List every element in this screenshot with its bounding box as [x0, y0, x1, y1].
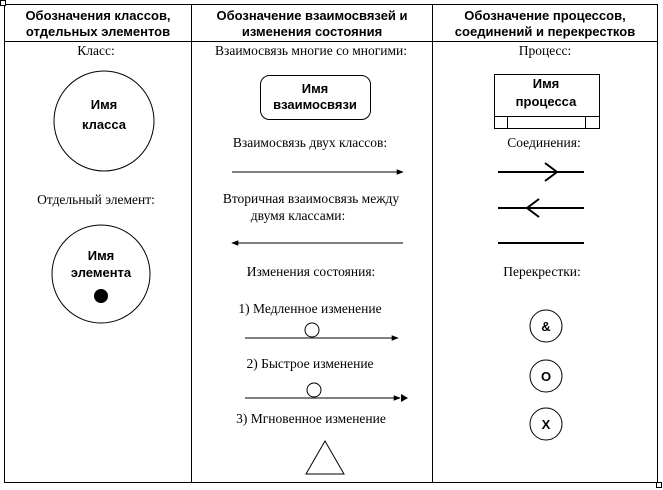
- corner-mark-top-left: [0, 0, 6, 6]
- process-name-line2: процесса: [516, 94, 577, 109]
- crossroads-label: Перекрестки:: [503, 264, 581, 279]
- many-to-many-label: Взаимосвязь многие со многими:: [215, 43, 407, 58]
- header-col3-line1: Обозначение процессов,: [464, 8, 625, 23]
- connection-backward-icon: [498, 198, 584, 218]
- element-name-line1: Имя: [88, 248, 115, 263]
- connections-label: Соединения:: [507, 135, 580, 150]
- element-dot-icon: [94, 289, 108, 303]
- process-label: Процесс:: [519, 43, 572, 58]
- secondary-label-line2: двумя классами:: [251, 208, 345, 223]
- junction-and-icon: [529, 309, 563, 343]
- class-symbol: [53, 70, 155, 172]
- relation-symbol: [260, 75, 371, 120]
- fast-change-label: 2) Быстрое изменение: [246, 356, 373, 371]
- junction-and-label: &: [541, 319, 550, 334]
- junction-or-label: O: [541, 369, 551, 384]
- class-name-line1: Имя: [91, 97, 118, 112]
- process-symbol: [494, 74, 600, 129]
- corner-mark-bottom-right: [656, 482, 662, 488]
- junction-xor-icon: [529, 407, 563, 441]
- fast-change-double-arrowhead-icon: [401, 394, 408, 402]
- element-symbol: [51, 224, 151, 324]
- fast-change-circle-icon: [306, 382, 322, 398]
- header-col3-line2: соединений и перекрестков: [455, 24, 635, 39]
- class-label: Класс:: [77, 43, 114, 58]
- secondary-label-line1: Вторичная взаимосвязь между: [223, 191, 400, 206]
- connection-forward-icon: [498, 162, 584, 182]
- two-classes-label: Взаимосвязь двух классов:: [233, 135, 387, 150]
- process-name-line1: Имя: [533, 76, 560, 91]
- header-col2-line1: Обозначение взаимосвязей и: [216, 8, 407, 23]
- state-changes-label: Изменения состояния:: [247, 264, 376, 279]
- instant-change-label: 3) Мгновенное изменение: [236, 411, 386, 426]
- instant-change-triangle-icon: [305, 439, 345, 475]
- slow-change-circle-icon: [304, 322, 320, 338]
- class-name-line2: класса: [82, 117, 127, 132]
- junction-or-icon: [529, 359, 563, 393]
- header-col1-line1: Обозначения классов,: [25, 8, 170, 23]
- relation-name-line1: Имя: [302, 81, 329, 96]
- junction-xor-label: X: [542, 417, 551, 432]
- relation-name-line2: взаимосвязи: [273, 97, 357, 112]
- element-label: Отдельный элемент:: [37, 192, 155, 207]
- element-name-line2: элемента: [71, 265, 132, 280]
- header-col2-line2: изменения состояния: [242, 24, 382, 39]
- slow-change-label: 1) Медленное изменение: [238, 301, 381, 316]
- table-frame: [4, 4, 658, 483]
- header-col1-line2: отдельных элементов: [26, 24, 170, 39]
